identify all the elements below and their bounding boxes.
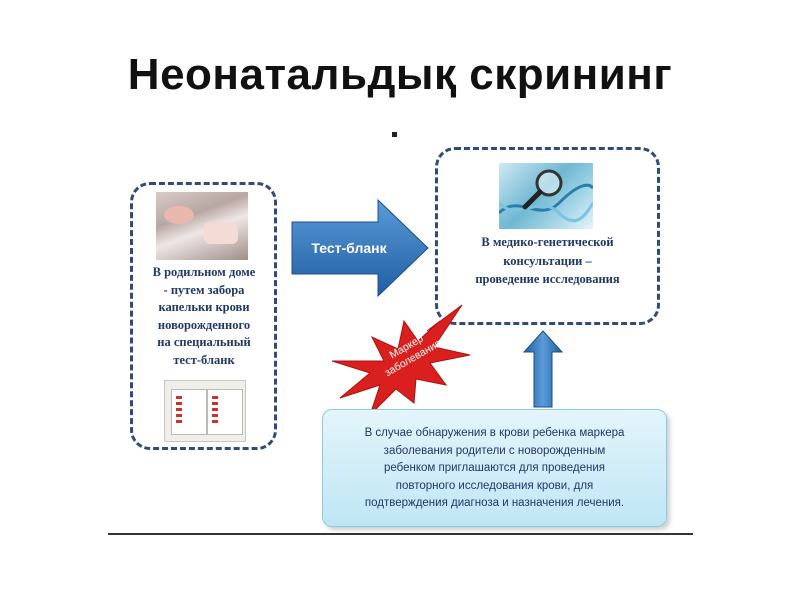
newborn-photo-icon <box>156 192 248 260</box>
info-line: повторного исследования крови, для <box>395 479 594 492</box>
left-line: новорожденного <box>157 317 251 332</box>
test-form-photo-icon <box>164 380 246 442</box>
dna-helix-icon <box>499 169 593 223</box>
page-title: Неонатальдық скрининг <box>127 50 673 99</box>
info-line: В случае обнаружения в крови ребенка мар… <box>364 427 625 439</box>
left-line: капельки крови <box>158 300 250 314</box>
up-arrow-icon <box>523 330 563 408</box>
right-line: В медико-генетической <box>481 235 614 249</box>
right-line: консультации – <box>503 253 592 268</box>
retest-info-text: В случае обнаружения в крови ребенка мар… <box>326 425 663 513</box>
genetic-consultation-box <box>435 147 660 325</box>
dna-magnifier-photo-icon <box>499 163 593 229</box>
maternity-hospital-box <box>130 182 277 450</box>
arrow-label: Тест-бланк <box>311 240 387 256</box>
maternity-hospital-text: В родильном доме - путем забора капельки… <box>134 264 274 369</box>
left-line: на специальный <box>157 335 251 349</box>
right-arrow-icon <box>291 198 429 298</box>
test-form-card <box>171 389 207 435</box>
retest-info-box <box>322 409 667 527</box>
info-line: подтверждения диагноза и назначения лече… <box>364 497 625 509</box>
left-line: В родильном доме <box>152 265 256 279</box>
bottom-divider <box>108 533 693 535</box>
left-line: - путем забора <box>163 282 245 297</box>
left-line: тест-бланк <box>173 352 235 367</box>
test-form-card <box>207 389 243 435</box>
genetic-consultation-text: В медико-генетической консультации – про… <box>440 233 655 289</box>
right-line: проведение исследования <box>475 272 620 286</box>
info-line: заболевания родители с новорожденным <box>383 444 606 457</box>
disease-marker-burst-icon <box>331 304 471 416</box>
stray-dot <box>392 132 397 137</box>
info-line: ребенком приглашаются для проведения <box>383 462 605 474</box>
